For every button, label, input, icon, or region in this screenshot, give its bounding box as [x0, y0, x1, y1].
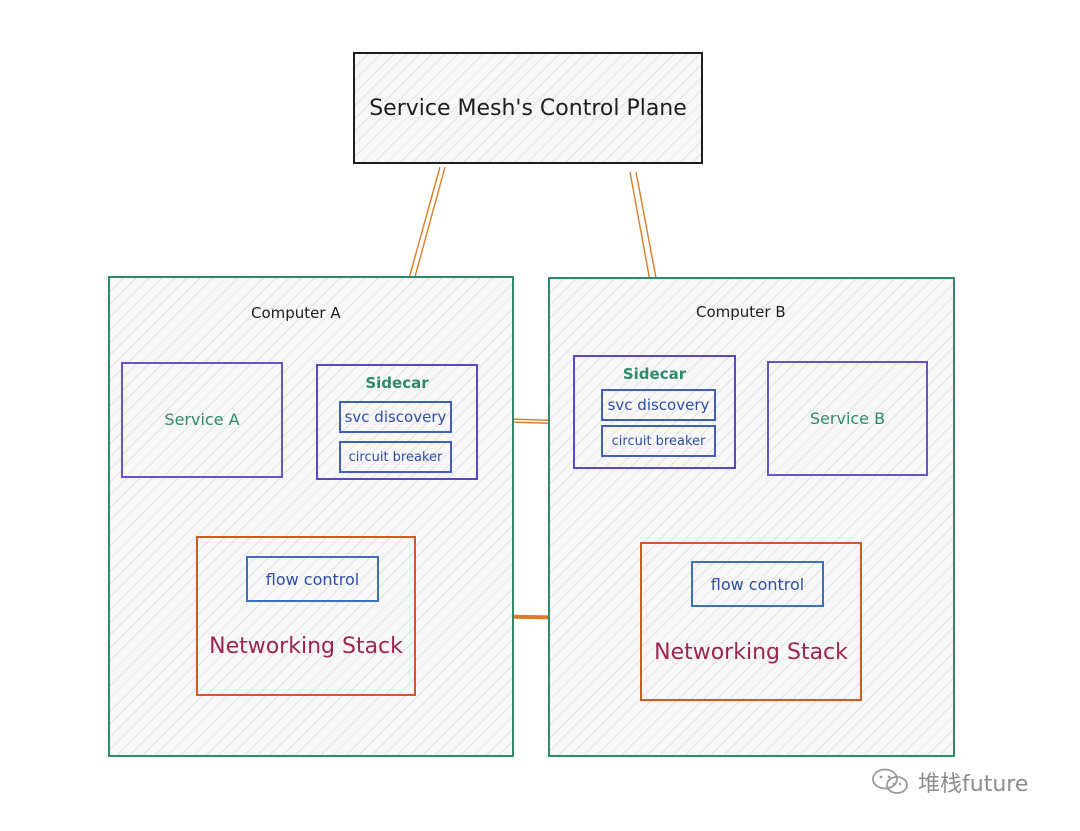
- sidecar-a-circuit-breaker: circuit breaker: [339, 441, 452, 473]
- flow-control-b: flow control: [691, 561, 824, 607]
- service-b-label: Service B: [809, 409, 886, 428]
- sidecar-b-svc-discovery: svc discovery: [601, 389, 716, 421]
- networking-stack-a-box: flow control Networking Stack: [196, 536, 416, 696]
- computer-b-box: Computer B Sidecar svc discovery circuit…: [548, 277, 955, 757]
- service-a-box: Service A: [121, 362, 283, 478]
- sidecar-b-box: Sidecar svc discovery circuit breaker: [573, 355, 736, 469]
- service-a-label: Service A: [164, 410, 240, 429]
- computer-b-title: Computer B: [696, 303, 786, 321]
- computer-a-box: Computer A Service A Sidecar svc discove…: [108, 276, 514, 757]
- computer-a-title: Computer A: [251, 304, 341, 322]
- sidecar-b-title: Sidecar: [622, 365, 687, 383]
- sidecar-a-box: Sidecar svc discovery circuit breaker: [316, 364, 478, 480]
- watermark: 堆栈future: [870, 766, 1028, 798]
- service-b-box: Service B: [767, 361, 928, 476]
- sidecar-b-circuit-breaker: circuit breaker: [601, 425, 716, 457]
- networking-stack-a-label: Networking Stack: [209, 634, 403, 659]
- wechat-icon: [872, 768, 908, 794]
- flow-control-a: flow control: [246, 556, 379, 602]
- control-plane-label: Service Mesh's Control Plane: [369, 96, 687, 121]
- watermark-text: 堆栈future: [918, 772, 1029, 797]
- sidecar-a-title: Sidecar: [365, 374, 429, 392]
- sidecar-a-svc-discovery: svc discovery: [339, 401, 452, 433]
- networking-stack-b-box: flow control Networking Stack: [640, 542, 862, 701]
- networking-stack-b-label: Networking Stack: [654, 640, 848, 665]
- control-plane-box: Service Mesh's Control Plane: [353, 52, 703, 164]
